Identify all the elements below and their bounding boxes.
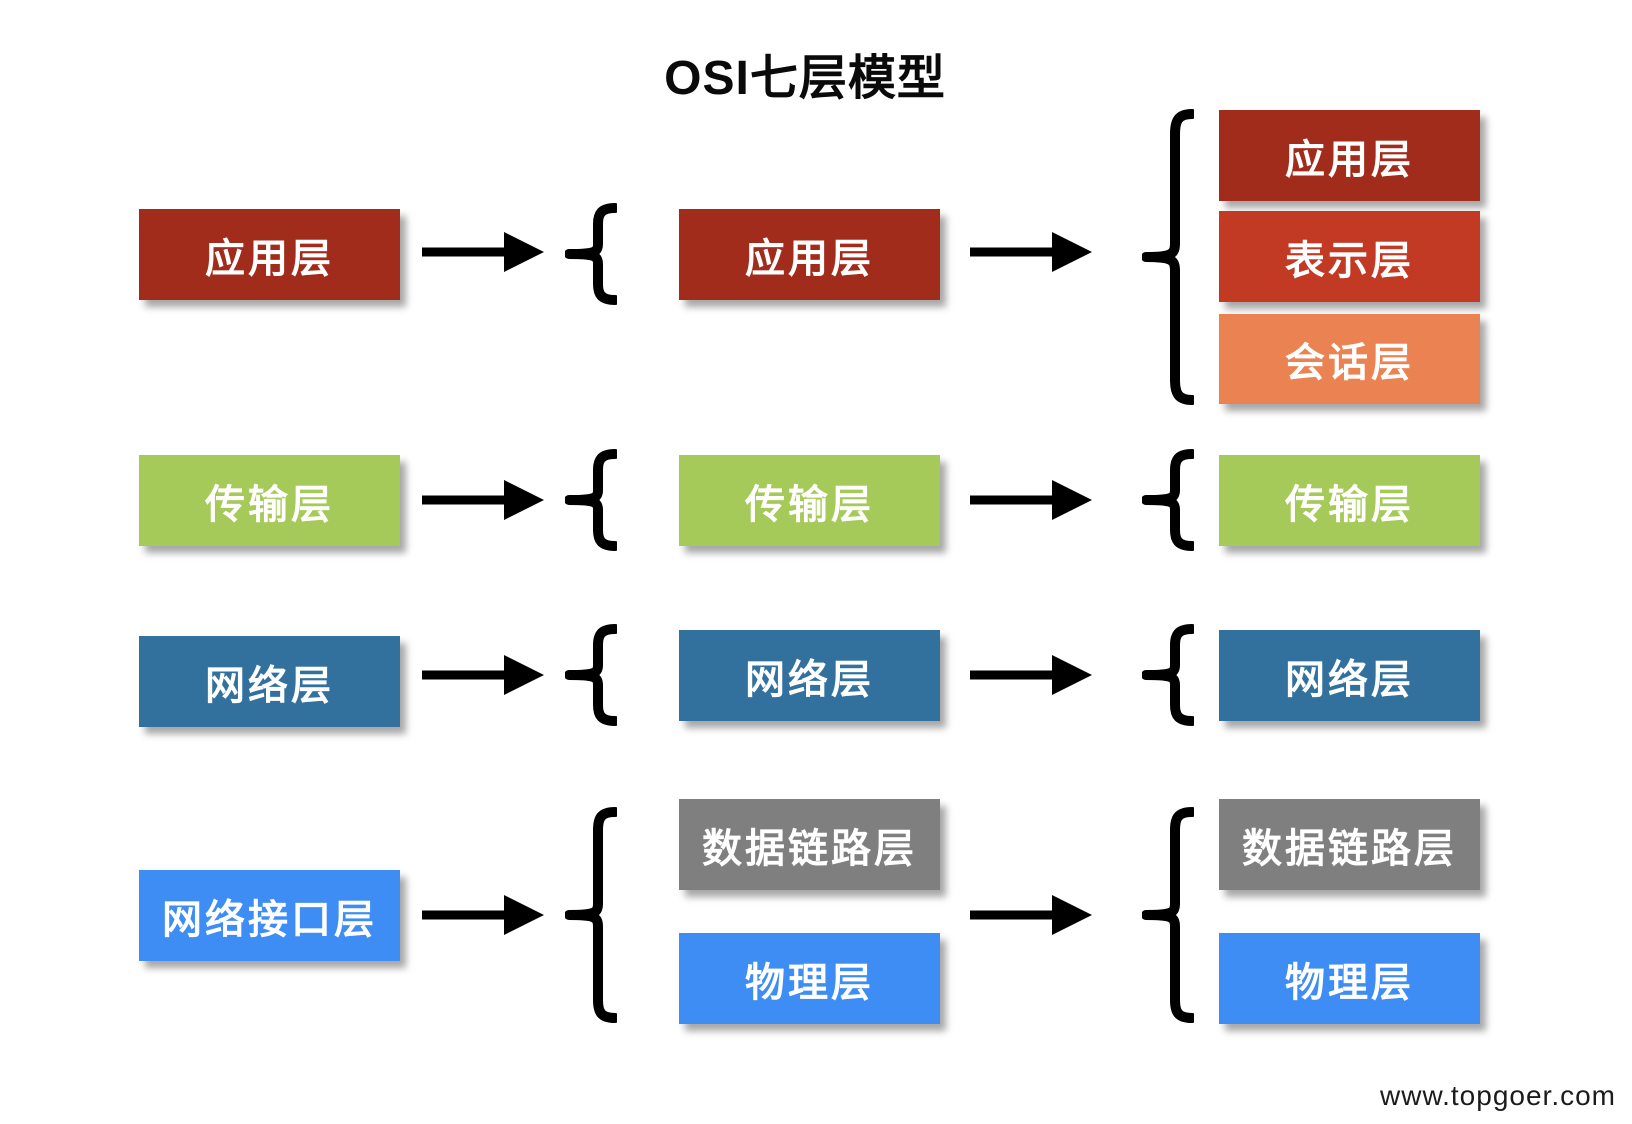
mid-col-network-block: 网络层 <box>679 630 940 721</box>
watermark-text: www.topgoer.com <box>1380 1080 1616 1111</box>
arrow-mid-to-right-row3-icon <box>970 655 1092 695</box>
brace-mid-row3-icon <box>565 624 617 726</box>
brace-mid-row4-icon <box>565 807 617 1023</box>
brace-right-row4-icon <box>1142 807 1194 1023</box>
left-col-transport-block: 传输层 <box>139 455 400 546</box>
mid-col-datalink-block: 数据链路层 <box>679 799 940 890</box>
brace-mid-row2-icon <box>565 449 617 551</box>
arrow-mid-to-right-row4-icon <box>970 895 1092 935</box>
right-col-network-block: 网络层 <box>1219 630 1480 721</box>
arrow-mid-to-right-row1-icon <box>970 232 1092 272</box>
left-col-network-block: 网络层 <box>139 636 400 727</box>
right-col-datalink-block: 数据链路层 <box>1219 799 1480 890</box>
left-col-network-interface-block: 网络接口层 <box>139 870 400 961</box>
diagram-title: OSI七层模型 <box>664 52 946 105</box>
right-col-physical-block: 物理层 <box>1219 933 1480 1024</box>
arrow-left-to-mid-row3-icon <box>422 655 544 695</box>
mid-col-physical-block: 物理层 <box>679 933 940 1024</box>
arrow-left-to-mid-row1-icon <box>422 232 544 272</box>
right-col-presentation-block: 表示层 <box>1219 211 1480 302</box>
right-col-transport-block: 传输层 <box>1219 455 1480 546</box>
brace-right-row1-icon <box>1142 109 1194 405</box>
brace-right-row3-icon <box>1142 624 1194 726</box>
brace-mid-row1-icon <box>565 203 617 305</box>
arrow-left-to-mid-row4-icon <box>422 895 544 935</box>
mid-col-transport-block: 传输层 <box>679 455 940 546</box>
arrow-mid-to-right-row2-icon <box>970 480 1092 520</box>
arrow-left-to-mid-row2-icon <box>422 480 544 520</box>
left-col-application-block: 应用层 <box>139 209 400 300</box>
right-col-application-block: 应用层 <box>1219 110 1480 201</box>
mid-col-application-block: 应用层 <box>679 209 940 300</box>
brace-right-row2-icon <box>1142 449 1194 551</box>
right-col-session-block: 会话层 <box>1219 314 1480 404</box>
